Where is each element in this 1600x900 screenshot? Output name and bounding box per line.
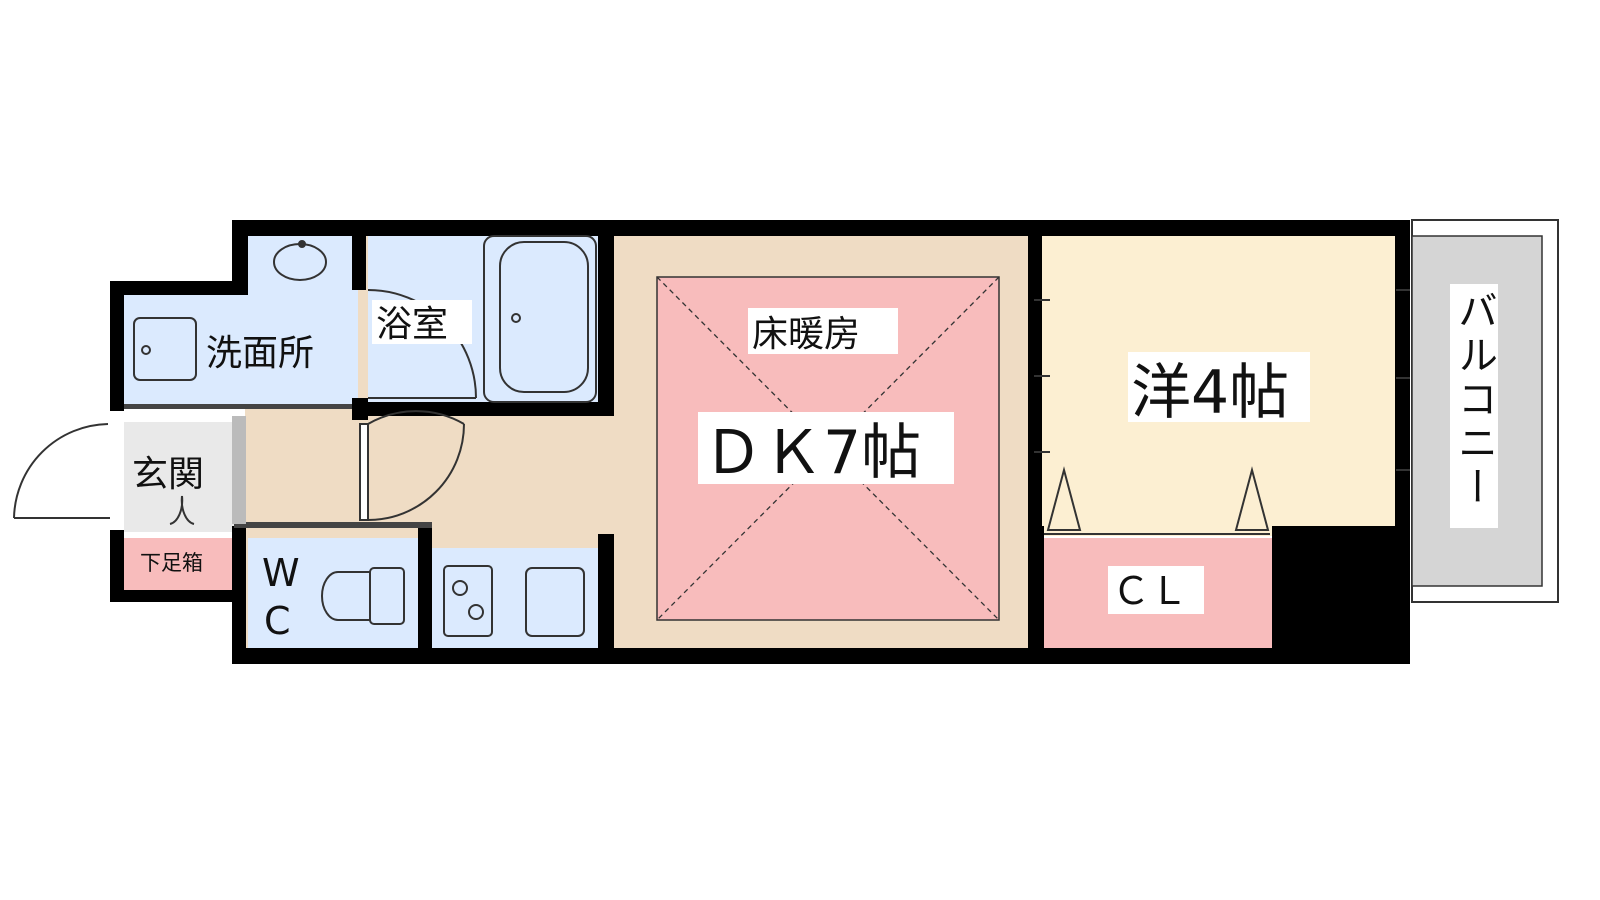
western-room-label: 洋4帖 — [1131, 358, 1289, 428]
toilet-label-c: C — [264, 599, 291, 643]
shoe-box-label: 下足箱 — [140, 551, 203, 575]
bathroom-label: 浴室 — [376, 304, 448, 345]
washing-machine-pan — [133, 317, 197, 381]
kitchen-sink — [525, 567, 585, 637]
fixtures — [13, 235, 1410, 637]
room-labels: 洗面所 浴室 玄関 下足箱 W C 床暖房 ＤＫ7帖 洋4帖 ＣＬ バルコニー — [132, 284, 1498, 643]
entrance-label: 玄関 — [132, 454, 204, 495]
toilet-tank — [369, 567, 405, 625]
toilet-label-w: W — [262, 551, 300, 595]
shoe-box-area — [124, 538, 234, 590]
washbasin — [273, 243, 327, 281]
walls — [110, 220, 1410, 664]
closet-label: ＣＬ — [1112, 569, 1188, 613]
floor-heating-label: 床暖房 — [752, 314, 860, 355]
bathtub — [483, 235, 597, 403]
toilet-bowl — [321, 571, 371, 621]
dining-kitchen-label: ＤＫ7帖 — [703, 418, 921, 488]
stove — [443, 565, 493, 637]
washroom-label: 洗面所 — [206, 333, 314, 374]
balcony-label: バルコニー — [1451, 290, 1497, 510]
